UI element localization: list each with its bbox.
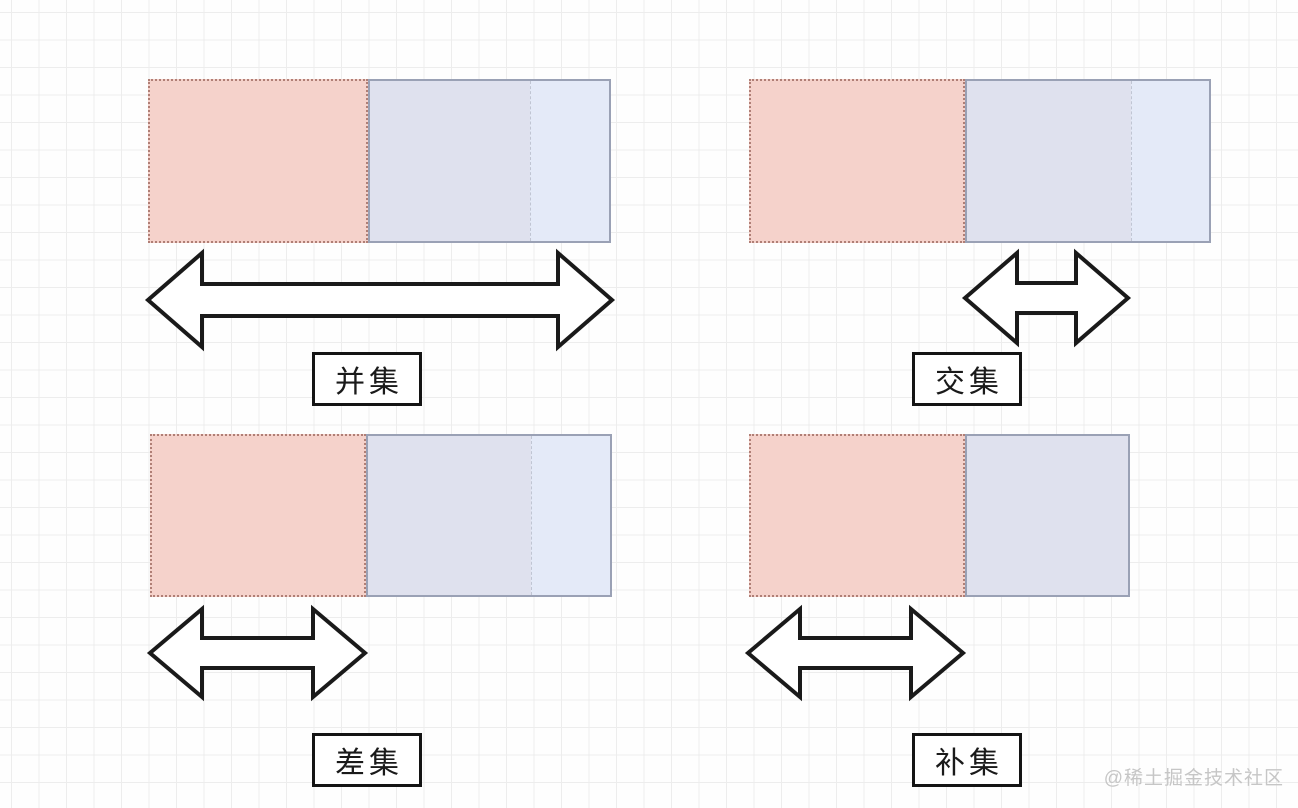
double-arrow-icon bbox=[961, 248, 1132, 348]
rect-row bbox=[749, 434, 1130, 597]
overlap-rect bbox=[967, 81, 1131, 241]
label-difference: 差集 bbox=[312, 733, 422, 787]
label-union: 并集 bbox=[312, 352, 422, 406]
watermark: @稀土掘金技术社区 bbox=[1103, 768, 1284, 789]
difference-set-rectangles bbox=[150, 434, 612, 597]
set-a-rect bbox=[150, 434, 366, 597]
set-a-rect bbox=[749, 79, 965, 243]
rect-row bbox=[749, 79, 1211, 243]
label-union-text: 并集 bbox=[335, 366, 403, 399]
complement-set-rectangles bbox=[749, 434, 1130, 597]
union-set-rectangles bbox=[148, 79, 611, 243]
set-b-only-rect bbox=[530, 81, 609, 241]
label-intersection-text: 交集 bbox=[935, 366, 1003, 399]
overlap-rect bbox=[370, 81, 530, 241]
set-b-rect bbox=[366, 434, 612, 597]
double-arrow-icon bbox=[744, 604, 967, 702]
set-b-rect bbox=[965, 434, 1130, 597]
double-arrow-icon bbox=[146, 604, 369, 702]
set-b-only-rect bbox=[531, 436, 610, 595]
set-b-only-rect bbox=[1131, 81, 1209, 241]
set-a-rect bbox=[148, 79, 368, 243]
double-arrow-icon bbox=[144, 248, 616, 352]
rect-row bbox=[150, 434, 612, 597]
set-b-rect bbox=[368, 79, 611, 243]
set-a-rect bbox=[749, 434, 965, 597]
label-difference-text: 差集 bbox=[335, 747, 403, 780]
label-complement: 补集 bbox=[912, 733, 1022, 787]
intersection-set-rectangles bbox=[749, 79, 1211, 243]
overlap-rect bbox=[967, 436, 1128, 595]
overlap-rect bbox=[368, 436, 531, 595]
set-b-rect bbox=[965, 79, 1211, 243]
label-intersection: 交集 bbox=[912, 352, 1022, 406]
label-complement-text: 补集 bbox=[935, 747, 1003, 780]
rect-row bbox=[148, 79, 611, 243]
